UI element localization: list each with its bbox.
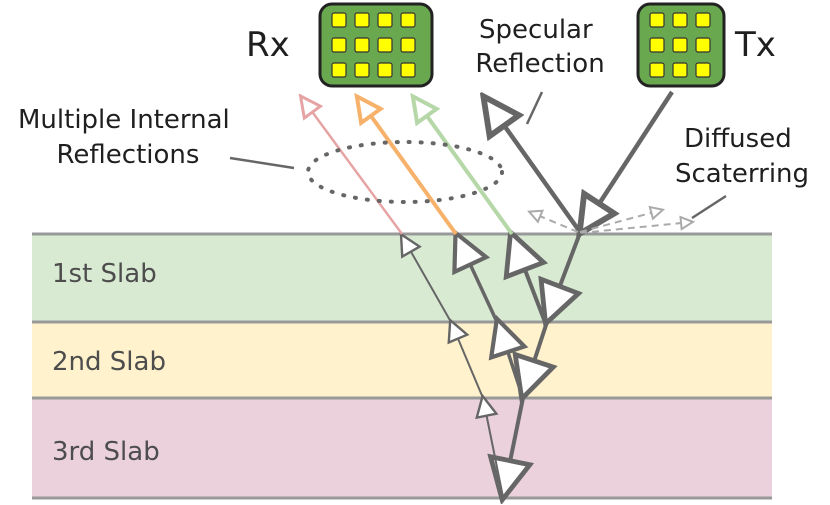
emerging-ray-green — [414, 98, 514, 236]
internal-reflection-1 — [512, 236, 545, 323]
diffuse-rays — [530, 210, 692, 234]
slab-label-1: 1st Slab — [52, 259, 157, 289]
diffused-label: Diffused Scaterring — [675, 124, 809, 189]
incident-ray — [582, 90, 674, 230]
emerging-ray-orange — [358, 98, 458, 236]
slab-boundaries — [32, 232, 772, 500]
internal-reflection-3 — [402, 236, 504, 498]
slab-label-2: 2nd Slab — [52, 347, 166, 377]
rx-label: Rx — [246, 25, 290, 65]
tx-label: Tx — [734, 25, 776, 65]
internal-reflection-2 — [457, 236, 523, 399]
rx-antenna — [318, 2, 434, 88]
specular-ray — [486, 100, 582, 234]
slab-label-3: 3rd Slab — [52, 437, 160, 467]
specular-label: Specular Reflection — [475, 15, 604, 79]
refracted-path-down — [503, 232, 580, 496]
emerging-ray-red — [302, 98, 404, 235]
multiple-reflections-ellipse — [306, 140, 504, 204]
multiple-reflections-label: Multiple Internal Reflections — [18, 105, 238, 170]
slab-3 — [32, 398, 772, 498]
slab-2 — [32, 322, 772, 398]
tx-antenna — [636, 2, 726, 88]
leader-lines — [229, 91, 727, 220]
